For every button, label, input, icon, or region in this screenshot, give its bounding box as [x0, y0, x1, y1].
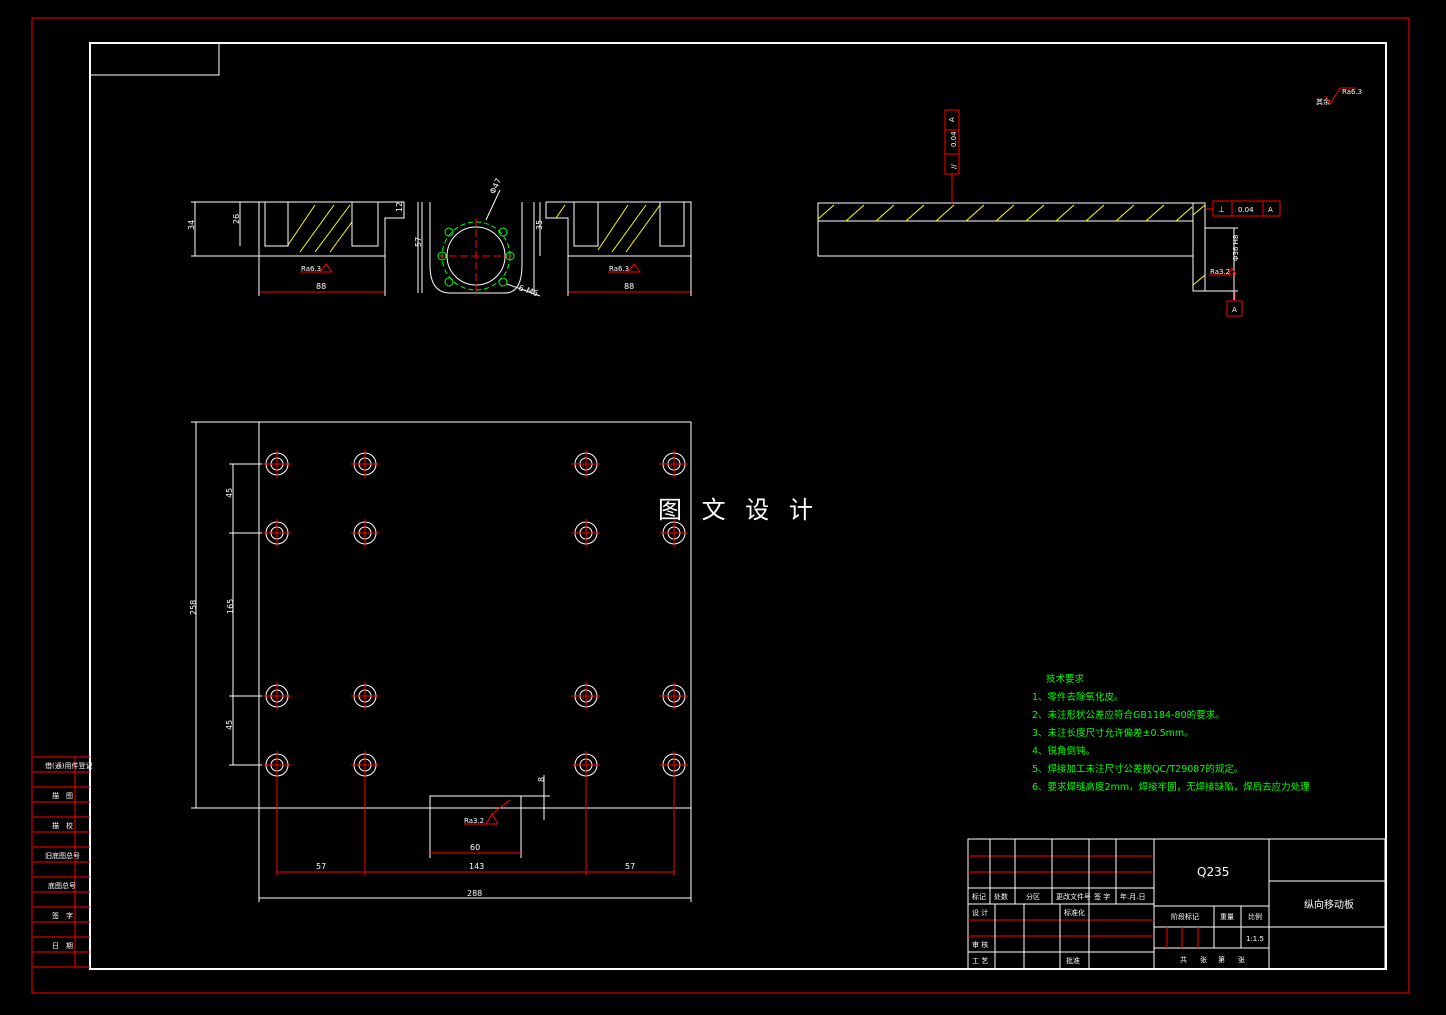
tb-row-zone: 分区	[1026, 892, 1040, 901]
roughness-other-label: 其余	[1316, 97, 1330, 106]
dim-8: 8	[537, 777, 546, 782]
perp-value: 0.04	[1238, 206, 1254, 214]
parallel-symbol: //	[950, 164, 958, 169]
tb-sheets-current: 第	[1218, 955, 1225, 964]
outer-border	[31, 17, 1410, 994]
mount-hole	[572, 682, 600, 710]
mount-hole	[572, 450, 600, 478]
dim-45-bottom: 45	[225, 720, 234, 730]
watermark: 图 文 设 计	[658, 496, 819, 524]
roughness-right: Ra6.3	[609, 265, 629, 273]
mount-hole	[351, 519, 379, 547]
strip-label-6: 日 期	[52, 942, 73, 950]
side-strip: 借(通)用件登记 描 图 描 校 旧底图总号 底图总号 签 字 日 期	[33, 756, 92, 968]
strip-label-4: 底图总号	[48, 881, 76, 890]
inner-frame	[89, 42, 1387, 970]
mount-hole	[351, 450, 379, 478]
tb-part-name: 纵向移动板	[1304, 898, 1354, 911]
dim-258: 258	[189, 600, 198, 615]
tech-item-1: 1、零件去除氧化皮。	[1032, 691, 1124, 703]
strip-label-1: 描 图	[52, 791, 73, 800]
thread-label: 6-M6	[517, 283, 539, 298]
tb-sheets-total: 共	[1180, 955, 1187, 964]
tb-weight: 重量	[1220, 913, 1234, 921]
dim-60: 60	[470, 843, 480, 852]
tb-row-docno: 更改文件号	[1056, 892, 1091, 901]
tb-row-count: 处数	[994, 892, 1008, 901]
plan-view: 258 45 165 45 8 60 57 143 57 288 Ra3.2	[189, 421, 692, 902]
title-block: 标记 处数 分区 更改文件号 签 字 年.月.日 设 计 标准化 审 核 工 艺…	[967, 838, 1386, 970]
hole-circle-dim: Φ47	[488, 177, 503, 196]
dim-26: 26	[232, 214, 241, 224]
plan-roughness: Ra3.2	[464, 817, 484, 825]
tb-sheets-unit1: 张	[1200, 955, 1207, 964]
mount-hole	[263, 450, 291, 478]
tb-stage-mark: 阶段标记	[1171, 912, 1199, 921]
tb-scale: 1:1.5	[1246, 935, 1264, 943]
dim-143: 143	[469, 862, 484, 871]
tb-row-mark: 标记	[972, 892, 986, 901]
dim-12: 12	[395, 202, 404, 212]
dim-35: 35	[535, 220, 544, 230]
tb-row-date: 年.月.日	[1120, 892, 1145, 901]
tech-item-6: 6、要求焊缝高度2mm，焊接牢固，无焊接缺陷，焊后去应力处理	[1032, 781, 1310, 793]
perp-datum: A	[1268, 206, 1273, 214]
strip-label-2: 描 校	[52, 821, 73, 830]
tb-review: 审 核	[972, 940, 988, 949]
section-view: 34 26 12 57 35 88 88 Φ47 6-M6 Ra6.3 Ra6.…	[187, 177, 692, 298]
code-box	[89, 42, 220, 76]
tech-requirements: 技术要求 1、零件去除氧化皮。 2、未注形状公差应符合GB1184-80的要求。…	[1032, 673, 1310, 793]
tb-design: 设 计	[972, 908, 988, 917]
mount-hole	[351, 682, 379, 710]
roughness-left: Ra6.3	[301, 265, 321, 273]
tech-item-5: 5、焊接加工未注尺寸公差按QC/T29087的规定。	[1032, 763, 1243, 775]
tech-item-4: 4、锐角倒钝。	[1032, 745, 1095, 757]
bore-dim: Φ36 H8	[1232, 235, 1240, 261]
roughness-corner-value: Ra6.3	[1342, 88, 1362, 96]
strip-label-0: 借(通)用件登记	[45, 761, 92, 770]
mount-hole	[572, 519, 600, 547]
mount-hole	[263, 682, 291, 710]
side-roughness: Ra3.2	[1210, 268, 1230, 276]
hole-pattern	[263, 450, 688, 779]
roughness-corner: 其余 Ra6.3	[1316, 87, 1362, 106]
side-view: // 0.04 A ⊥ 0.04 A Φ36 H8 Ra3.2 A	[817, 109, 1281, 317]
dim-57-right: 57	[625, 862, 635, 871]
dim-288: 288	[467, 889, 482, 898]
tech-item-3: 3、未注长度尺寸允许偏差±0.5mm。	[1032, 727, 1194, 739]
perp-symbol: ⊥	[1218, 205, 1225, 214]
tech-item-2: 2、未注形状公差应符合GB1184-80的要求。	[1032, 709, 1225, 721]
tb-standardize: 标准化	[1064, 908, 1085, 917]
mount-hole	[660, 450, 688, 478]
tb-material: Q235	[1197, 865, 1229, 879]
dim-88-right: 88	[624, 282, 634, 291]
datum-a: A	[1232, 306, 1237, 314]
dim-34: 34	[187, 220, 196, 230]
strip-label-3: 旧底图总号	[45, 851, 80, 860]
parallel-value: 0.04	[950, 131, 958, 147]
tb-sheets-unit2: 张	[1238, 955, 1245, 964]
mount-hole	[660, 682, 688, 710]
mount-hole	[263, 519, 291, 547]
tb-process: 工 艺	[972, 957, 988, 965]
mount-hole	[660, 519, 688, 547]
tb-row-sign: 签 字	[1094, 892, 1110, 901]
strip-label-5: 签 字	[52, 911, 73, 920]
tb-approve: 批准	[1066, 956, 1080, 965]
parallel-datum: A	[948, 117, 956, 122]
tech-title: 技术要求	[1046, 673, 1085, 685]
tb-scale-label: 比例	[1248, 912, 1262, 921]
dim-88-left: 88	[316, 282, 326, 291]
dim-165: 165	[226, 599, 235, 614]
dim-45-top: 45	[225, 488, 234, 498]
dim-57: 57	[414, 237, 423, 247]
dim-57-left: 57	[316, 862, 326, 871]
